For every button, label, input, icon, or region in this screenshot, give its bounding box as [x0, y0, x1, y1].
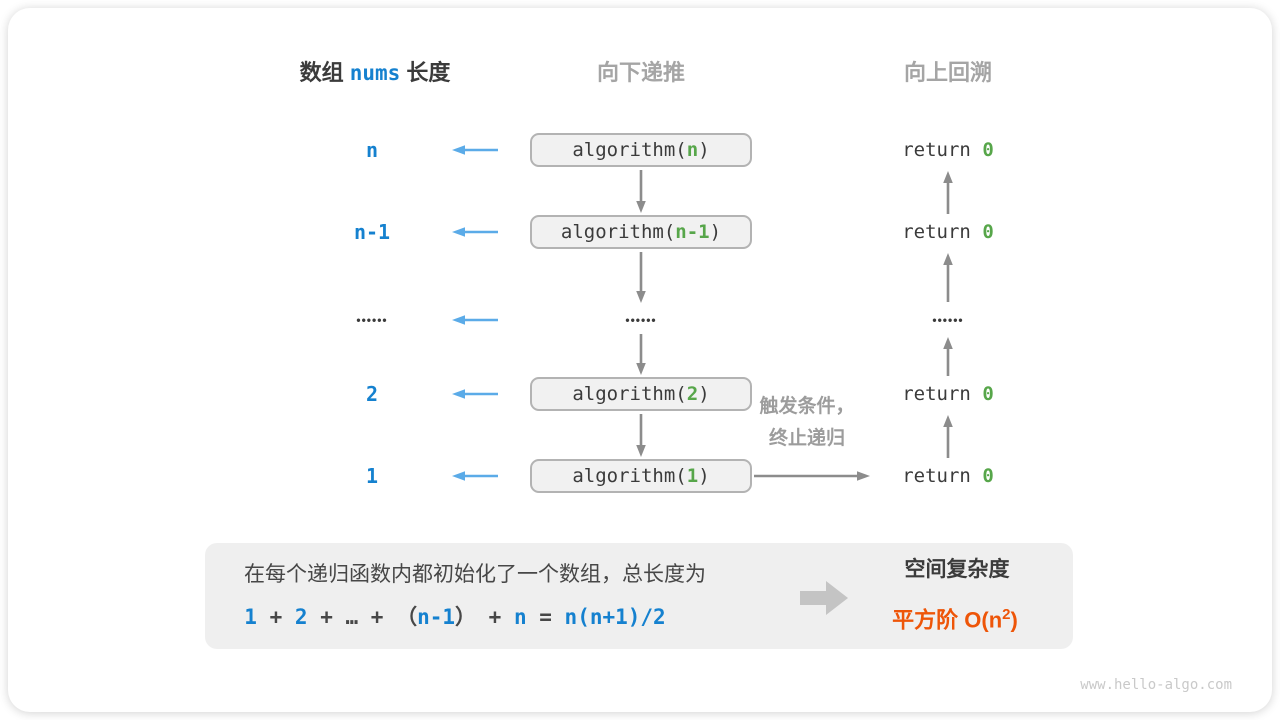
formula-term: 2: [294, 605, 308, 629]
return-keyword: return: [902, 139, 983, 161]
return-statement: return 0: [848, 136, 1048, 164]
return-statement: return 0: [848, 380, 1048, 408]
formula-term: n: [513, 605, 527, 629]
summary-formula: 1 + 2 + … + （n-1） + n = n(n+1)/2: [205, 602, 705, 632]
algorithm-call-box-n: algorithm(n): [530, 133, 752, 167]
call-text: algorithm(: [572, 138, 687, 161]
base-case-annotation: 触发条件， 终止递归: [742, 391, 872, 455]
up-arrow-icon: [943, 337, 953, 376]
length-label-n-1: n-1: [353, 220, 391, 244]
complexity-text: ): [1010, 607, 1018, 633]
formula-operator: +: [476, 605, 514, 629]
left-arrow-icon: [452, 145, 498, 155]
ellipsis-left: ••••••: [356, 313, 388, 327]
formula-term: 1: [244, 605, 257, 629]
formula-operator: =: [526, 605, 565, 629]
column-header-recurse-down: 向下递推: [596, 60, 685, 85]
length-label-n: n: [365, 138, 379, 162]
return-statement: return 0: [848, 218, 1048, 246]
return-value: 0: [982, 139, 994, 161]
left-arrow-icon: [452, 471, 498, 481]
return-keyword: return: [902, 221, 983, 243]
block-arrow-icon: [800, 581, 848, 615]
call-arg: n-1: [675, 220, 710, 243]
right-arrow-icon: [754, 471, 870, 481]
call-arg: 1: [686, 464, 699, 487]
return-value: 0: [982, 383, 994, 405]
summary-text: 在每个递归函数内都初始化了一个数组，总长度为: [244, 563, 706, 586]
nums-code-text: nums: [349, 61, 401, 85]
column-header-array-length: 数组 nums 长度: [225, 59, 525, 87]
formula-paren: （: [396, 605, 418, 629]
header-text: 长度: [400, 60, 451, 85]
down-arrow-icon: [636, 170, 646, 213]
call-text: ): [698, 138, 710, 161]
summary-panel: [205, 543, 1073, 649]
formula-operator: +: [358, 605, 397, 629]
algorithm-call-box-2: algorithm(2): [530, 377, 752, 411]
call-text: ): [698, 382, 710, 405]
return-statement: return 0: [848, 462, 1048, 490]
column-header-backtrack-up: 向上回溯: [903, 60, 992, 85]
up-arrow-icon: [943, 171, 953, 214]
up-arrow-icon: [943, 253, 953, 302]
algorithm-call-box-1: algorithm(1): [530, 459, 752, 493]
algorithm-call-box-n-1: algorithm(n-1): [530, 215, 752, 249]
header-text: 数组: [299, 60, 350, 85]
complexity-value: 平方阶 O(n2): [855, 601, 1055, 634]
annotation-line: 触发条件，: [759, 396, 855, 417]
call-text: algorithm(: [560, 220, 676, 243]
down-arrow-icon: [636, 252, 646, 303]
complexity-text: 平方阶 O(n: [892, 607, 1003, 633]
left-arrow-icon: [452, 389, 498, 399]
formula-paren: ）: [455, 605, 477, 629]
length-label-1: 1: [365, 464, 379, 488]
return-value: 0: [982, 221, 994, 243]
down-arrow-icon: [636, 334, 646, 375]
length-label-2: 2: [365, 382, 379, 406]
return-keyword: return: [902, 383, 983, 405]
return-keyword: return: [902, 465, 983, 487]
down-arrow-icon: [636, 414, 646, 457]
annotation-line: 终止递归: [768, 428, 845, 449]
formula-term: n-1: [417, 605, 456, 629]
call-arg: 2: [686, 382, 699, 405]
formula-ellipsis: …: [345, 605, 359, 629]
formula-result: n(n+1)/2: [564, 605, 666, 629]
ellipsis-right: ••••••: [932, 313, 964, 327]
left-arrow-icon: [452, 227, 498, 237]
complexity-exponent: 2: [1002, 606, 1011, 623]
call-text: ): [709, 220, 722, 243]
call-text: algorithm(: [572, 464, 687, 487]
call-text: ): [698, 464, 710, 487]
formula-operator: +: [307, 605, 346, 629]
left-arrow-icon: [452, 315, 498, 325]
complexity-title: 空间复杂度: [904, 558, 1010, 581]
formula-operator: +: [256, 605, 295, 629]
call-arg: n: [686, 138, 699, 161]
return-value: 0: [982, 465, 994, 487]
up-arrow-icon: [943, 415, 953, 458]
watermark-url: www.hello-algo.com: [1080, 677, 1232, 693]
call-text: algorithm(: [572, 382, 687, 405]
ellipsis-center: ••••••: [625, 313, 657, 327]
